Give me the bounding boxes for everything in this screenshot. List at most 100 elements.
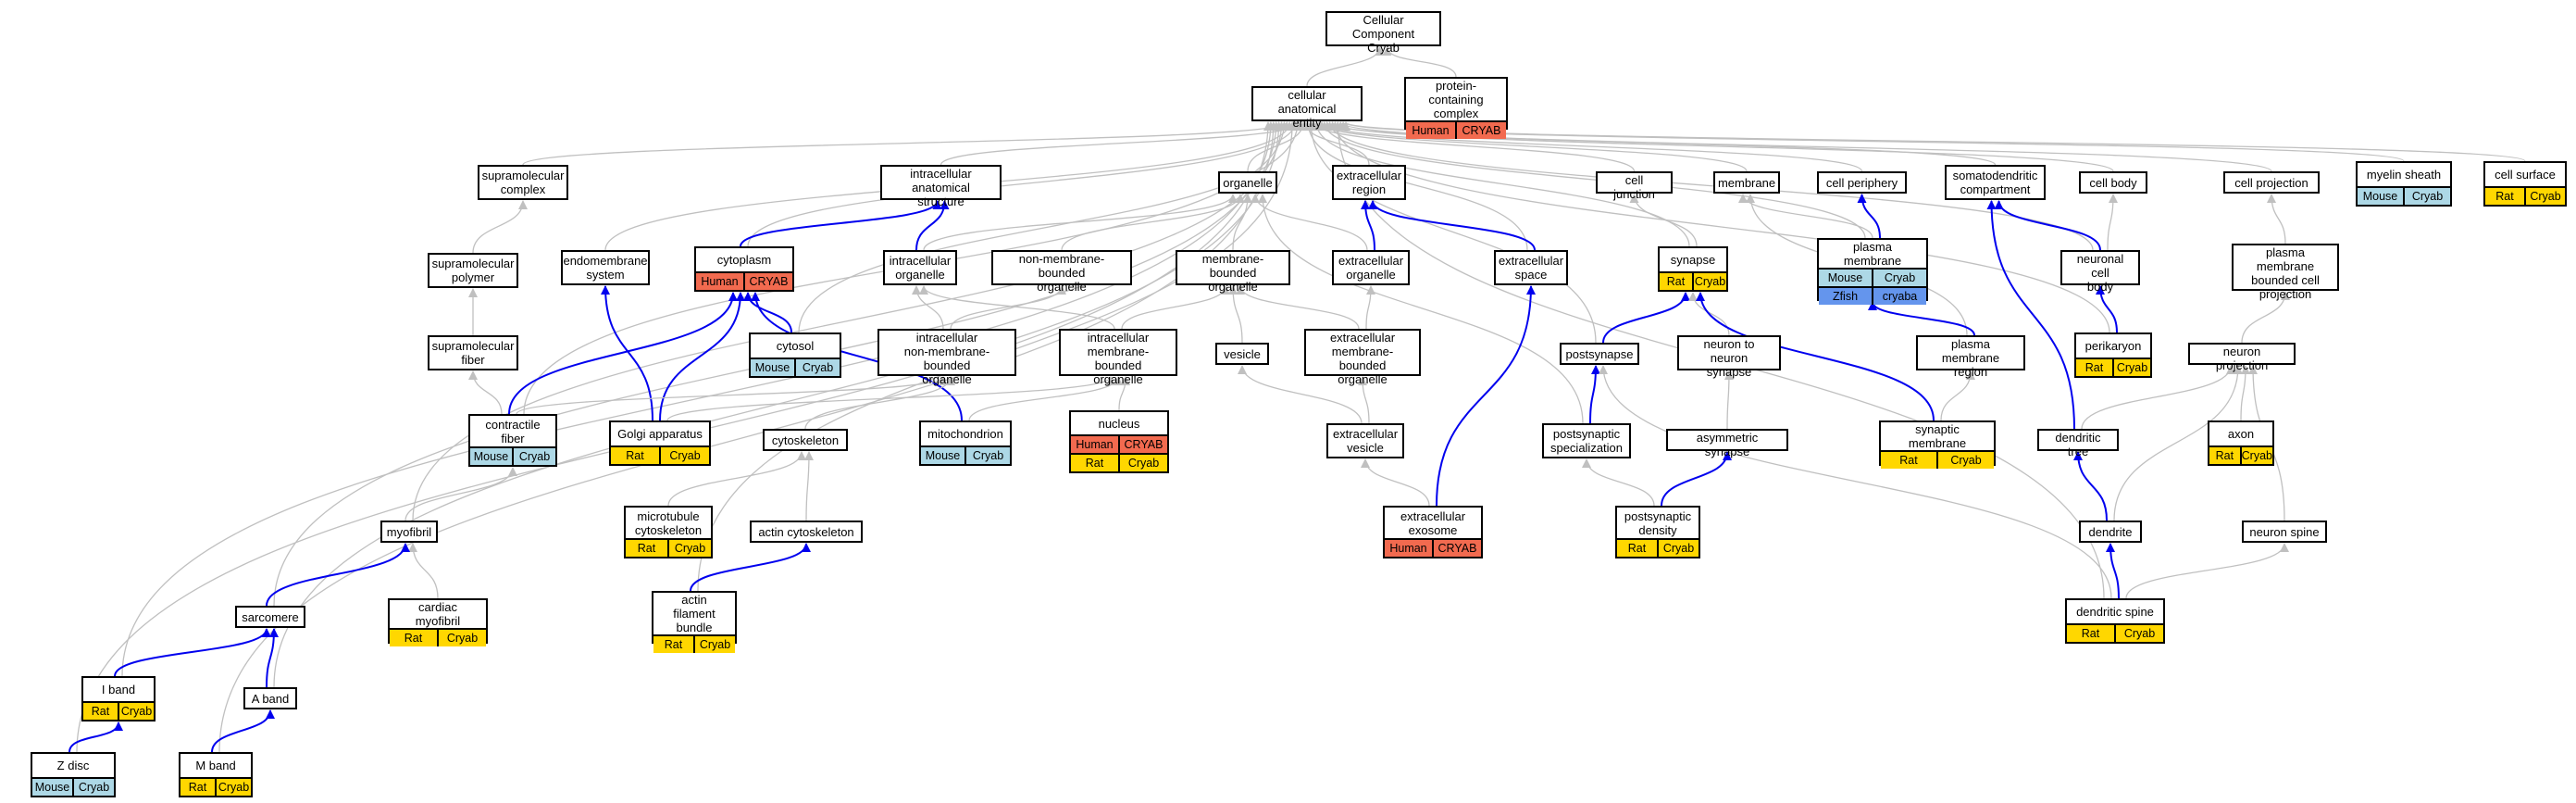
node-label-line: plasma membrane bbox=[1941, 337, 2000, 365]
node-label: myelin sheath bbox=[2358, 163, 2450, 186]
node-label-line: vesicle bbox=[1224, 346, 1261, 361]
is-a-edge-pmbcp-to-cellprojection bbox=[2267, 194, 2286, 245]
part-of-edge-psdensity-to-asymsynapse bbox=[1661, 451, 1732, 507]
node-label: M band bbox=[180, 754, 251, 777]
node-aband[interactable]: A band bbox=[243, 687, 297, 709]
node-label-line: dendrite bbox=[2088, 524, 2133, 539]
node-label-line: I band bbox=[101, 683, 136, 696]
node-label: nucleus bbox=[1071, 412, 1167, 434]
node-vesicle[interactable]: vesicle bbox=[1215, 343, 1269, 365]
node-label-line: system bbox=[586, 268, 625, 282]
species-badge: Rat bbox=[180, 779, 215, 796]
node-dendritictree[interactable]: dendritic tree bbox=[2037, 429, 2119, 458]
node-label-line: cytoskeleton bbox=[634, 522, 703, 537]
species-badge: Rat bbox=[2485, 188, 2524, 205]
node-neuronprojection[interactable]: neuron projection bbox=[2188, 343, 2296, 372]
node-celljunction[interactable]: cell junction bbox=[1596, 171, 1673, 201]
node-cellprojection[interactable]: cell projection bbox=[2223, 171, 2320, 194]
node-cellperiphery[interactable]: cell periphery bbox=[1817, 171, 1907, 194]
node-label-line: postsynapse bbox=[1565, 346, 1634, 361]
is-a-edge-n2nsynapse-to-synapse bbox=[1688, 292, 1730, 336]
node-organelle[interactable]: organelle bbox=[1218, 171, 1277, 194]
node-actincytoskeleton[interactable]: actin cytoskeleton bbox=[750, 521, 863, 543]
node-label-line: exosome bbox=[1408, 522, 1458, 537]
node-cellbody[interactable]: cell body bbox=[2079, 171, 2147, 194]
part-of-edge-exosome-to-ecspace bbox=[1436, 285, 1536, 507]
is-a-edge-contractile-to-icnmbo bbox=[516, 376, 948, 415]
node-label: Z disc bbox=[32, 754, 114, 777]
is-a-edge-neuronprojection-to-pmbcp bbox=[2241, 291, 2290, 344]
node-asymsynapse[interactable]: asymmetric synapse bbox=[1666, 429, 1788, 458]
node-membrane[interactable]: membrane bbox=[1713, 171, 1780, 194]
node-cytoskeleton[interactable]: cytoskeleton bbox=[763, 429, 848, 451]
is-a-edge-vesicle-to-mborganelle bbox=[1228, 285, 1243, 344]
is-a-edge-cytosol-to-cae bbox=[798, 121, 1302, 333]
node-label: cell surface bbox=[2485, 163, 2565, 186]
species-badge: Human bbox=[1406, 122, 1455, 139]
node-dendrite[interactable]: dendrite bbox=[2079, 521, 2142, 543]
node-postsynapse[interactable]: postsynapse bbox=[1560, 343, 1639, 365]
node-sarcomere[interactable]: sarcomere bbox=[235, 606, 305, 628]
node-label-line: bundle bbox=[676, 621, 713, 634]
node-label: cardiac myofibril bbox=[390, 600, 486, 628]
node-neuronspine[interactable]: neuron spine bbox=[2242, 521, 2327, 543]
gene-badge: Cryab bbox=[1118, 455, 1167, 471]
node-myofibril[interactable]: myofibril bbox=[380, 521, 438, 543]
is-a-edge-myofibril-to-cae bbox=[412, 121, 1287, 521]
part-of-edge-mitochondrion-to-cytoplasm bbox=[751, 292, 963, 421]
